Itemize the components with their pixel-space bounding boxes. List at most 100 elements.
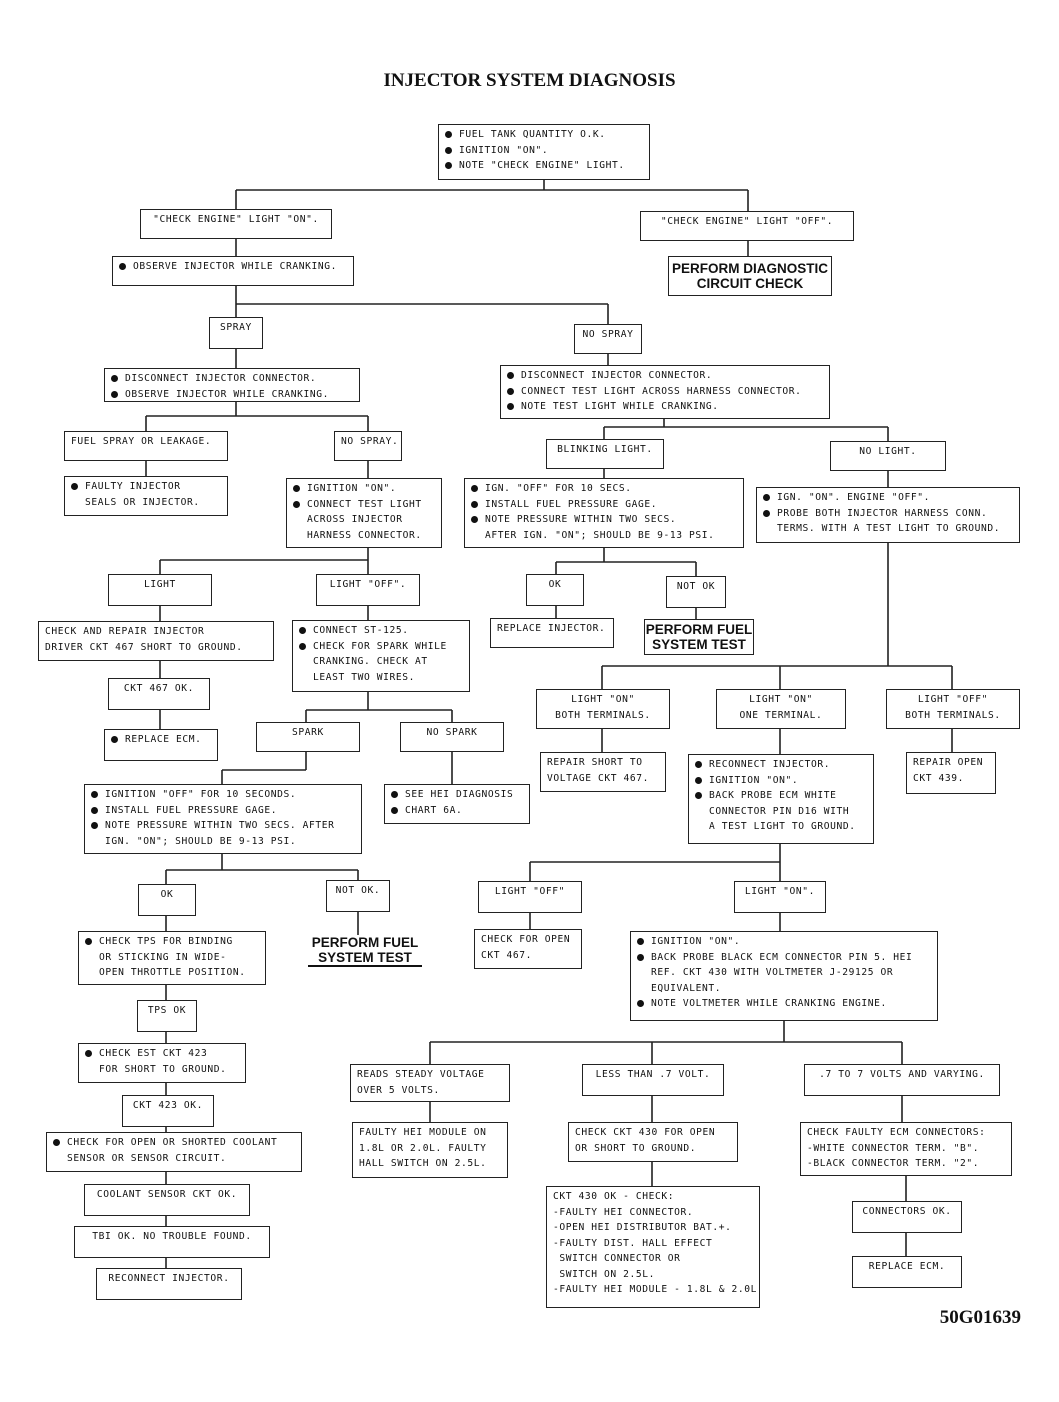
box-line: CHART 6A. — [391, 803, 523, 819]
box-line: NOTE PRESSURE WITHIN TWO SECS. AFTER — [91, 818, 355, 834]
box-line: LIGHT — [144, 579, 176, 590]
box-line: CHECK TPS FOR BINDING — [85, 934, 259, 950]
spark-box: SPARK — [256, 722, 360, 752]
box-line: CHECK FOR SPARK WHILE — [299, 639, 463, 655]
box-line: NOT OK. — [335, 885, 381, 896]
box-line: REPAIR OPEN — [913, 757, 984, 768]
light-off-2-box: LIGHT "OFF" — [478, 881, 582, 913]
box-line: CKT 467 OK. — [123, 683, 195, 694]
box-line: LIGHT "OFF" — [917, 694, 989, 705]
ok-left-box: OK — [138, 884, 196, 916]
spray-box: SPRAY — [209, 317, 263, 349]
box-line: CHECK EST CKT 423 — [85, 1046, 239, 1062]
box-line: BOTH TERMINALS. — [905, 709, 1001, 721]
box-line: CHECK AND REPAIR INJECTOR — [45, 626, 205, 637]
box-line: CKT 430 OK - CHECK: — [553, 1191, 675, 1202]
ok-right-box: OK — [526, 574, 584, 606]
box-line: FAULTY INJECTOR — [71, 479, 221, 495]
box-line: NOTE "CHECK ENGINE" LIGHT. — [445, 158, 643, 174]
replace-ecm-2-box: REPLACE ECM. — [852, 1256, 962, 1288]
connectors-ok-box: CONNECTORS OK. — [852, 1201, 962, 1233]
light-box: LIGHT — [108, 574, 212, 606]
box-line: -FAULTY DIST. HALL EFFECT — [553, 1237, 713, 1249]
box-line: IGNITION "ON". — [445, 143, 643, 159]
ign-off-10-left-box: IGNITION "OFF" FOR 10 SECONDS.INSTALL FU… — [84, 784, 362, 854]
box-line: CONNECT TEST LIGHT — [293, 497, 435, 513]
box-line: CHECK FOR OPEN OR SHORTED COOLANT — [53, 1135, 295, 1151]
box-line: IGN. "ON"; SHOULD BE 9-13 PSI. — [105, 835, 297, 847]
not-ok-left-box: NOT OK. — [326, 880, 390, 912]
box-line: RECONNECT INJECTOR. — [108, 1273, 230, 1284]
box-line: READS STEADY VOLTAGE — [357, 1069, 485, 1080]
ign-on-black-box: IGNITION "ON".BACK PROBE BLACK ECM CONNE… — [630, 931, 938, 1021]
box-line: NO SPARK — [426, 727, 478, 738]
box-line: TERMS. WITH A TEST LIGHT TO GROUND. — [777, 523, 1001, 534]
box-line: "CHECK ENGINE" LIGHT "ON". — [153, 214, 319, 225]
box-line: BLINKING LIGHT. — [557, 444, 653, 455]
box-line: SWITCH CONNECTOR OR — [553, 1253, 681, 1264]
box-line: OPEN THROTTLE POSITION. — [99, 967, 246, 978]
box-line: OK — [548, 579, 562, 590]
box-line: HALL SWITCH ON 2.5L. — [359, 1158, 487, 1169]
no-spark-box: NO SPARK — [400, 722, 504, 752]
box-line: SYSTEM TEST — [318, 950, 412, 965]
box-line: CONNECT TEST LIGHT ACROSS HARNESS CONNEC… — [507, 384, 823, 400]
box-line: IGNITION "ON". — [637, 934, 931, 950]
box-line: OR SHORT TO GROUND. — [575, 1142, 697, 1154]
box-line: -WHITE CONNECTOR TERM. "B". — [807, 1142, 980, 1154]
box-line: CONNECT ST-125. — [299, 623, 463, 639]
box-line: IGN. "ON". ENGINE "OFF". — [763, 490, 1013, 506]
box-line: VOLTAGE CKT 467. — [547, 772, 650, 784]
box-line: LIGHT "ON". — [744, 886, 816, 897]
box-line: COOLANT SENSOR CKT OK. — [96, 1189, 238, 1200]
box-line: TBI OK. NO TROUBLE FOUND. — [92, 1231, 252, 1242]
box-line: SYSTEM TEST — [652, 637, 746, 652]
box-line: SPRAY — [220, 322, 252, 333]
box-line: BACK PROBE BLACK ECM CONNECTOR PIN 5. HE… — [637, 950, 931, 966]
figure-id: 50G01639 — [939, 1307, 1021, 1328]
observe-box: OBSERVE INJECTOR WHILE CRANKING. — [112, 256, 354, 286]
box-line: OBSERVE INJECTOR WHILE CRANKING. — [119, 259, 347, 275]
no-spray-top-box: NO SPRAY — [574, 324, 642, 354]
box-line: LIGHT "ON" — [571, 694, 635, 705]
ckt423ok-box: CKT 423 OK. — [122, 1095, 214, 1127]
box-line: PERFORM FUEL — [311, 935, 419, 950]
box-line: FUEL TANK QUANTITY O.K. — [445, 127, 643, 143]
box-line: NOTE VOLTMETER WHILE CRANKING ENGINE. — [637, 996, 931, 1012]
repair-open-box: REPAIR OPEN CKT 439. — [906, 752, 996, 794]
box-line: SEALS OR INJECTOR. — [85, 496, 200, 508]
box-line: NOT OK — [676, 581, 716, 592]
box-line: AFTER IGN. "ON"; SHOULD BE 9-13 PSI. — [485, 529, 715, 541]
box-line: SEE HEI DIAGNOSIS — [391, 787, 523, 803]
box-line: CKT 423 OK. — [132, 1100, 204, 1111]
start-box: FUEL TANK QUANTITY O.K.IGNITION "ON".NOT… — [438, 124, 650, 180]
box-line: CKT 439. — [913, 772, 965, 784]
box-line: LEAST TWO WIRES. — [313, 671, 416, 683]
check-faulty-ecm-box: CHECK FAULTY ECM CONNECTORS:-WHITE CONNE… — [800, 1122, 1012, 1176]
box-line: BACK PROBE ECM WHITE — [695, 788, 867, 804]
box-line: PROBE BOTH INJECTOR HARNESS CONN. — [763, 506, 1013, 522]
box-line: CKT 467. — [481, 949, 533, 961]
box-line: CONNECTOR PIN D16 WITH — [709, 805, 850, 817]
varying-box: .7 TO 7 VOLTS AND VARYING. — [804, 1064, 1000, 1096]
light-on-both-box: LIGHT "ON"BOTH TERMINALS. — [536, 689, 670, 729]
no-light-box: NO LIGHT. — [830, 441, 946, 471]
box-line: LIGHT "OFF" — [494, 886, 566, 897]
no-spray-2-box: NO SPRAY. — [334, 431, 402, 461]
box-line: DISCONNECT INJECTOR CONNECTOR. — [507, 368, 823, 384]
fuel-spray-box: FUEL SPRAY OR LEAKAGE. — [64, 431, 228, 461]
box-line: NO SPRAY. — [341, 436, 399, 447]
replace-inj-box: REPLACE INJECTOR. — [490, 618, 614, 648]
box-line: CRANKING. CHECK AT — [313, 656, 428, 667]
